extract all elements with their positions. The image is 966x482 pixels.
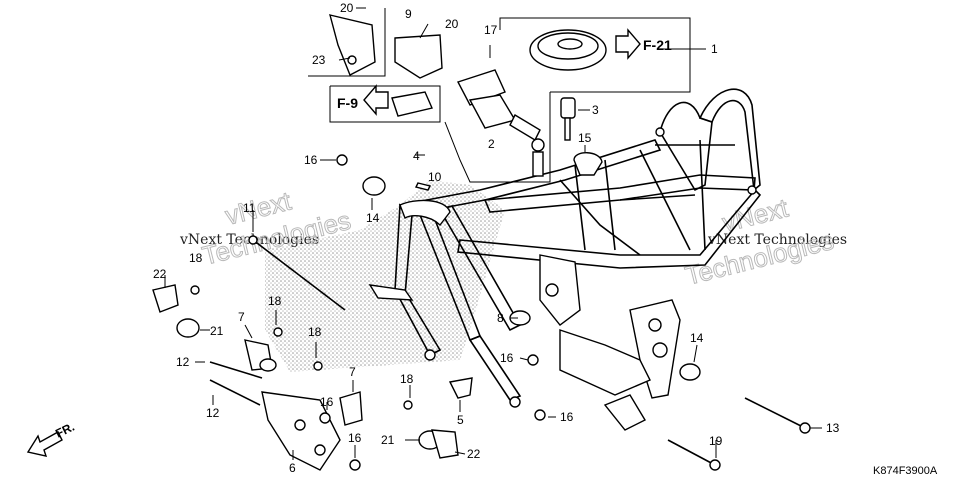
right-parts <box>509 310 811 471</box>
callout-15: 15 <box>578 131 592 145</box>
fuel-cap-part <box>529 29 607 71</box>
callout-17: 17 <box>484 23 498 37</box>
callout-11: 11 <box>243 201 256 215</box>
watermark-text-6: vNext <box>719 192 791 237</box>
left-parts <box>152 154 473 471</box>
callout-18a: 18 <box>189 251 203 265</box>
clamp-part <box>573 152 603 176</box>
ref-label-f21: F-21 <box>643 37 672 53</box>
ref-arrow-f21: F-21 <box>615 28 672 60</box>
key-part <box>560 97 576 141</box>
callout-7a: 7 <box>238 310 245 324</box>
callout-labels: 1 2 3 4 5 6 7 7 8 9 10 11 12 12 13 14 14… <box>153 1 840 475</box>
ref-label-f9: F-9 <box>337 95 358 111</box>
callout-19: 19 <box>709 434 723 448</box>
callout-16a: 16 <box>304 153 318 167</box>
callout-14b: 14 <box>690 331 704 345</box>
callout-18d: 18 <box>400 372 414 386</box>
callout-12b: 12 <box>206 406 220 420</box>
callout-18b: 18 <box>268 294 282 308</box>
callout-8: 8 <box>497 311 504 325</box>
watermark-right: vNext Technologies Technologies vNext <box>682 192 847 291</box>
diagram-code: K874F3900A <box>873 465 938 477</box>
callout-18c: 18 <box>308 325 322 339</box>
bracket-upper-left <box>329 14 443 79</box>
callout-12a: 12 <box>176 355 190 369</box>
front-direction-label: FR. <box>53 420 77 441</box>
callout-6: 6 <box>289 461 296 475</box>
callout-23: 23 <box>312 53 326 67</box>
callout-2: 2 <box>488 137 495 151</box>
callout-14a: 14 <box>366 211 380 225</box>
callout-21b: 21 <box>381 433 395 447</box>
watermark-text-4: vNext Technologies <box>707 232 847 248</box>
callout-16b: 16 <box>500 351 514 365</box>
callout-22a: 22 <box>153 267 167 281</box>
callout-9: 9 <box>405 7 412 21</box>
ignition-switch-part <box>456 69 545 177</box>
callout-5: 5 <box>457 413 464 427</box>
leader-lines <box>164 7 822 460</box>
box-group-top <box>308 8 691 183</box>
callout-16c: 16 <box>560 410 574 424</box>
front-direction-arrow: FR. <box>26 420 77 457</box>
callout-13: 13 <box>826 421 840 435</box>
callout-20a: 20 <box>340 1 354 15</box>
callout-16e: 16 <box>348 431 362 445</box>
ref-arrow-f9: F-9 <box>337 84 433 117</box>
callout-22b: 22 <box>467 447 481 461</box>
main-frame <box>368 88 762 408</box>
callout-1: 1 <box>711 42 718 56</box>
callout-7b: 7 <box>349 365 356 379</box>
shaded-region <box>265 180 505 372</box>
callout-4: 4 <box>413 149 420 163</box>
callout-20b: 20 <box>445 17 459 31</box>
callout-21a: 21 <box>210 324 224 338</box>
callout-16d: 16 <box>320 395 334 409</box>
callout-10: 10 <box>428 170 442 184</box>
callout-3: 3 <box>592 103 599 117</box>
